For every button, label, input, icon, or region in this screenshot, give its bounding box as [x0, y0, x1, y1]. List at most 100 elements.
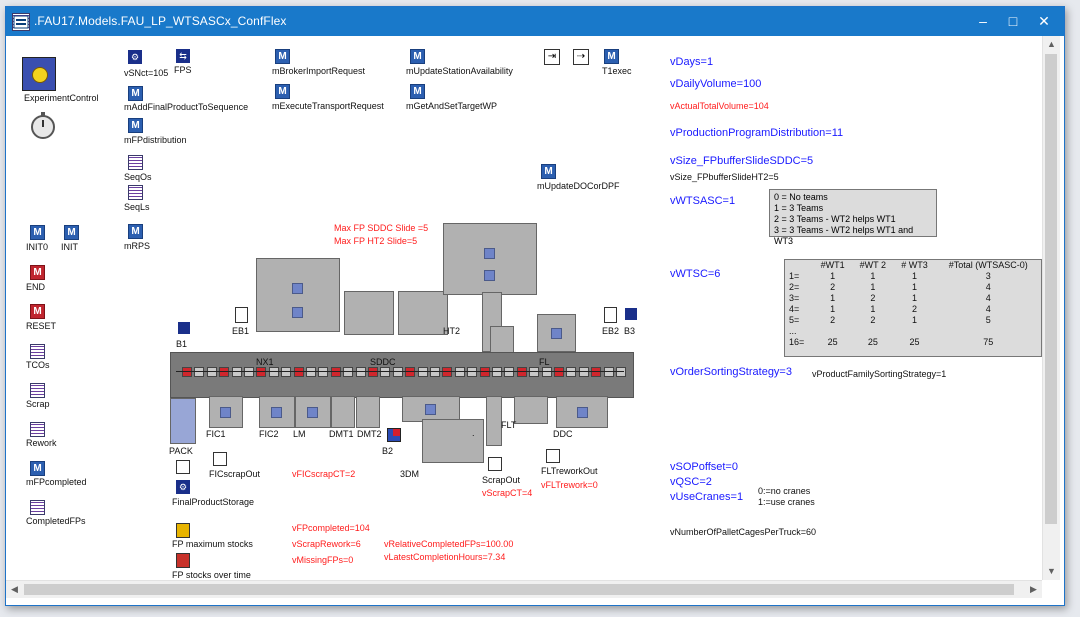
title-bar[interactable]: .FAU17.Models.FAU_LP_WTSASCx_ConfFlex – …	[6, 7, 1064, 36]
vusecranes-label[interactable]: vUseCranes=1	[670, 491, 744, 503]
mrps-method-icon[interactable]: M	[128, 224, 143, 239]
fltreworkout-icon[interactable]	[546, 449, 560, 463]
tcos-table-icon[interactable]	[30, 344, 45, 359]
finalproductstorage-icon[interactable]: ⚙	[176, 480, 190, 494]
station-pack[interactable]	[170, 398, 196, 444]
maximize-button[interactable]: □	[1008, 13, 1018, 29]
scroll-right-button[interactable]: ▶	[1030, 584, 1037, 594]
t1exec-method-icon[interactable]: M	[604, 49, 619, 64]
conveyor-slot	[591, 367, 602, 377]
conveyor-slot	[306, 367, 316, 377]
station-dmt2[interactable]	[356, 396, 380, 428]
madd-label: mAddFinalProductToSequence	[124, 102, 249, 112]
station-nx1[interactable]	[256, 258, 340, 332]
vfpcompleted-label: vFPcompleted=104	[292, 523, 370, 533]
horizontal-scroll-thumb[interactable]	[24, 584, 1014, 595]
end-method-icon[interactable]: M	[30, 265, 45, 280]
vwtsc-label[interactable]: vWTSC=6	[670, 268, 721, 280]
mupdatestation-method-icon[interactable]: M	[410, 49, 425, 64]
model-canvas[interactable]: ExperimentControl M INIT0 M INIT M END M…	[6, 36, 1042, 580]
pack-drain-icon[interactable]	[176, 460, 190, 474]
station-3dm[interactable]	[422, 419, 484, 463]
station-ddc[interactable]	[556, 396, 608, 428]
init0-method-icon[interactable]: M	[30, 225, 45, 240]
station-fic2[interactable]	[259, 396, 295, 428]
vqsc-label[interactable]: vQSC=2	[670, 476, 712, 488]
mfpdist-label: mFPdistribution	[124, 135, 187, 145]
scroll-up-button[interactable]: ▲	[1047, 39, 1056, 49]
seqos-table-icon[interactable]	[128, 155, 143, 170]
vordersorting-label[interactable]: vOrderSortingStrategy=3	[670, 366, 792, 378]
vsize-sddc-label[interactable]: vSize_FPbufferSlideSDDC=5	[670, 155, 814, 167]
end-label: END	[26, 282, 46, 292]
eb1-icon[interactable]	[235, 307, 248, 323]
station-flt-buffer[interactable]	[486, 396, 502, 446]
horizontal-scrollbar[interactable]: ◀ ▶	[6, 580, 1042, 598]
close-button[interactable]: ✕	[1038, 13, 1050, 29]
conveyor-slot	[231, 367, 242, 377]
scroll-left-button[interactable]: ◀	[11, 584, 18, 594]
scrapout-icon[interactable]	[488, 457, 502, 471]
vertical-scroll-thumb[interactable]	[1045, 54, 1057, 524]
rework-table-icon[interactable]	[30, 422, 45, 437]
vwtsasc-label[interactable]: vWTSASC=1	[670, 195, 736, 207]
b2-icon[interactable]	[387, 428, 401, 442]
completedfps-table-icon[interactable]	[30, 500, 45, 515]
legend-line: 3 = 3 Teams - WT2 helps WT1 and WT3	[774, 225, 914, 246]
station-fic1[interactable]	[209, 396, 243, 428]
vertical-scrollbar[interactable]: ▲ ▼	[1042, 36, 1060, 580]
vprodprog-label[interactable]: vProductionProgramDistribution=11	[670, 127, 844, 139]
completedfps-label: CompletedFPs	[26, 516, 86, 526]
station-3dm-top[interactable]	[402, 396, 460, 422]
vproductfamily-label[interactable]: vProductFamilySortingStrategy=1	[812, 369, 947, 379]
stopwatch-icon[interactable]	[28, 110, 58, 140]
mgetset-method-icon[interactable]: M	[410, 84, 425, 99]
station-sddc[interactable]	[344, 291, 394, 335]
seqls-table-icon[interactable]	[128, 185, 143, 200]
experiment-control-label: ExperimentControl	[24, 93, 99, 103]
station-dmt1[interactable]	[331, 396, 355, 428]
vsooffset-label[interactable]: vSOPoffset=0	[670, 461, 738, 473]
station-ht2-buffer[interactable]	[398, 291, 448, 335]
vscrapct-label: vScrapCT=4	[482, 488, 533, 498]
vnumberpallet-label[interactable]: vNumberOfPalletCagesPerTruck=60	[670, 527, 816, 537]
fp-max-chart-icon[interactable]	[176, 523, 190, 538]
mexecute-method-icon[interactable]: M	[275, 84, 290, 99]
vsize-ht2-label[interactable]: vSize_FPbufferSlideHT2=5	[670, 172, 779, 182]
wtsc-cell: 5	[985, 315, 991, 325]
max-fp-ht2-label: Max FP HT2 Slide=5	[334, 236, 418, 246]
generator-icon[interactable]: ⚙	[128, 50, 142, 64]
station-buffer-right[interactable]	[490, 326, 514, 356]
b1-icon[interactable]	[178, 322, 190, 334]
eb2-icon[interactable]	[604, 307, 617, 323]
vdaily-label[interactable]: vDailyVolume=100	[670, 78, 762, 90]
wtsc-cell: 2	[912, 304, 918, 314]
station-fl[interactable]	[537, 314, 576, 352]
cranes-0-label: 0:=no cranes	[758, 486, 811, 496]
b1-label: B1	[176, 339, 188, 349]
connector-icon[interactable]: ⇥	[544, 49, 560, 65]
station-flt[interactable]	[514, 396, 548, 424]
init-method-icon[interactable]: M	[64, 225, 79, 240]
fp-time-chart-icon[interactable]	[176, 553, 190, 568]
madd-method-icon[interactable]: M	[128, 86, 143, 101]
mupdatedoc-method-icon[interactable]: M	[541, 164, 556, 179]
conveyor-slot	[616, 367, 626, 377]
fps-icon[interactable]: ⇆	[176, 49, 190, 63]
b3-icon[interactable]	[625, 308, 637, 320]
fic2-label: FIC2	[259, 429, 279, 439]
scrap-table-icon[interactable]	[30, 383, 45, 398]
experiment-control-icon[interactable]	[22, 57, 56, 91]
interface-icon[interactable]: ⇢	[573, 49, 589, 65]
ficscrapout-icon[interactable]	[213, 452, 227, 466]
station-lm[interactable]	[295, 396, 331, 428]
window-title: .FAU17.Models.FAU_LP_WTSASCx_ConfFlex	[34, 14, 287, 28]
vdays-label[interactable]: vDays=1	[670, 56, 714, 68]
mbroker-method-icon[interactable]: M	[275, 49, 290, 64]
reset-method-icon[interactable]: M	[30, 304, 45, 319]
minimize-button[interactable]: –	[979, 13, 987, 29]
station-ht2[interactable]	[443, 223, 537, 295]
mfpdist-method-icon[interactable]: M	[128, 118, 143, 133]
mfpcompleted-method-icon[interactable]: M	[30, 461, 45, 476]
scroll-down-button[interactable]: ▼	[1047, 566, 1056, 576]
